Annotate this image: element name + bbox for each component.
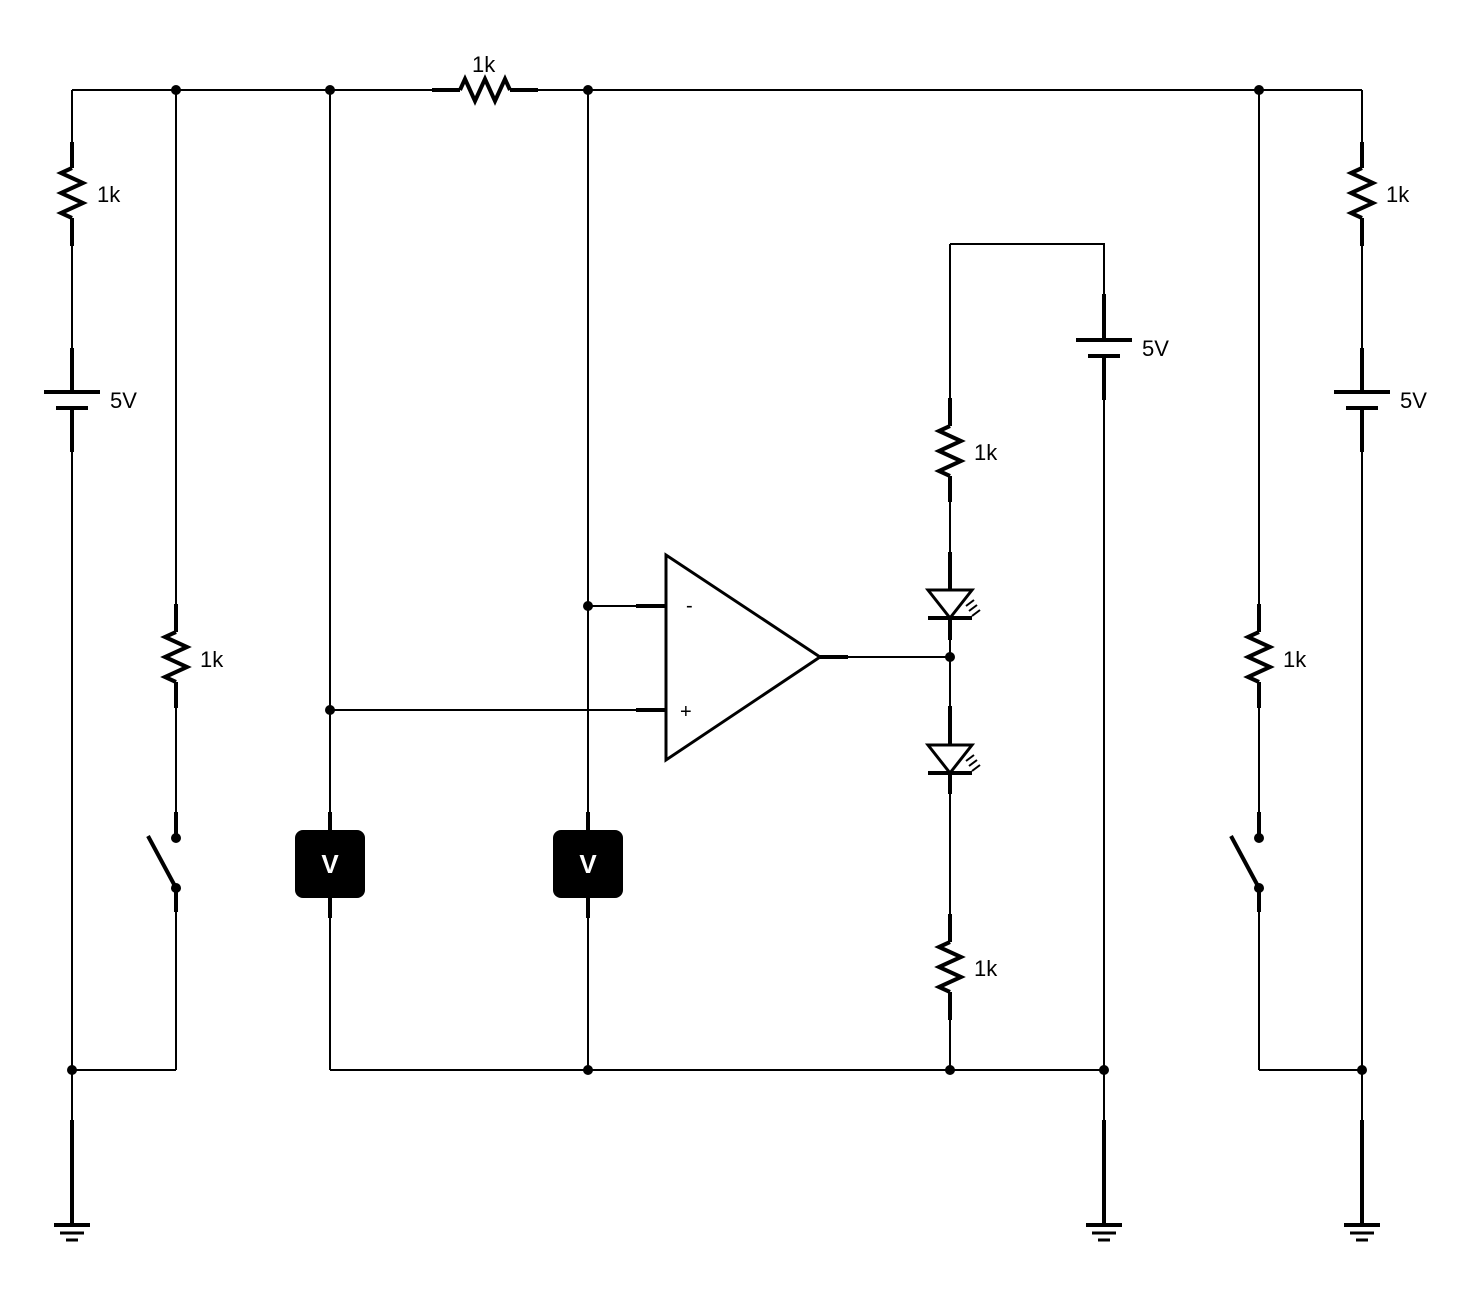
led-bottom[interactable] — [924, 706, 981, 794]
resistor-left-top[interactable]: 1k — [56, 142, 121, 246]
resistor-top[interactable]: 1k — [432, 52, 538, 106]
voltmeter-left[interactable]: V — [295, 812, 365, 918]
battery-center[interactable]: 5V — [1076, 294, 1169, 400]
resistor-top-label: 1k — [472, 52, 496, 77]
led-bottom-light-icon — [965, 754, 981, 772]
ground-center — [1086, 1120, 1122, 1242]
resistor-right-top-label: 1k — [1386, 182, 1410, 207]
wires — [71, 89, 1363, 1120]
resistor-right-top[interactable]: 1k — [1346, 142, 1410, 246]
opamp-minus-label: - — [686, 595, 693, 617]
resistor-left-mid[interactable]: 1k — [160, 604, 224, 708]
voltmeter-right[interactable]: V — [553, 812, 623, 918]
resistor-right-mid[interactable]: 1k — [1243, 604, 1307, 708]
resistor-right-mid-label: 1k — [1283, 647, 1307, 672]
battery-right[interactable]: 5V — [1334, 348, 1427, 452]
resistor-led-top[interactable]: 1k — [934, 398, 998, 502]
resistor-led-top-label: 1k — [974, 440, 998, 465]
led-top[interactable] — [924, 552, 981, 640]
ground-left — [54, 1120, 90, 1242]
switch-right[interactable] — [1229, 812, 1264, 912]
battery-left[interactable]: 5V — [44, 348, 137, 452]
voltmeter-left-label: V — [321, 849, 339, 879]
resistor-led-bottom-label: 1k — [974, 956, 998, 981]
ground-right — [1344, 1120, 1380, 1242]
battery-right-label: 5V — [1400, 388, 1427, 413]
battery-center-label: 5V — [1142, 336, 1169, 361]
battery-left-label: 5V — [110, 388, 137, 413]
voltmeter-right-label: V — [579, 849, 597, 879]
led-top-light-icon — [965, 599, 981, 617]
resistor-left-mid-label: 1k — [200, 647, 224, 672]
resistor-led-bottom[interactable]: 1k — [934, 914, 998, 1020]
opamp-plus-label: + — [680, 701, 692, 723]
resistor-left-top-label: 1k — [97, 182, 121, 207]
opamp[interactable]: - + — [636, 552, 848, 763]
switch-left[interactable] — [146, 812, 181, 912]
junctions — [67, 85, 1367, 1075]
